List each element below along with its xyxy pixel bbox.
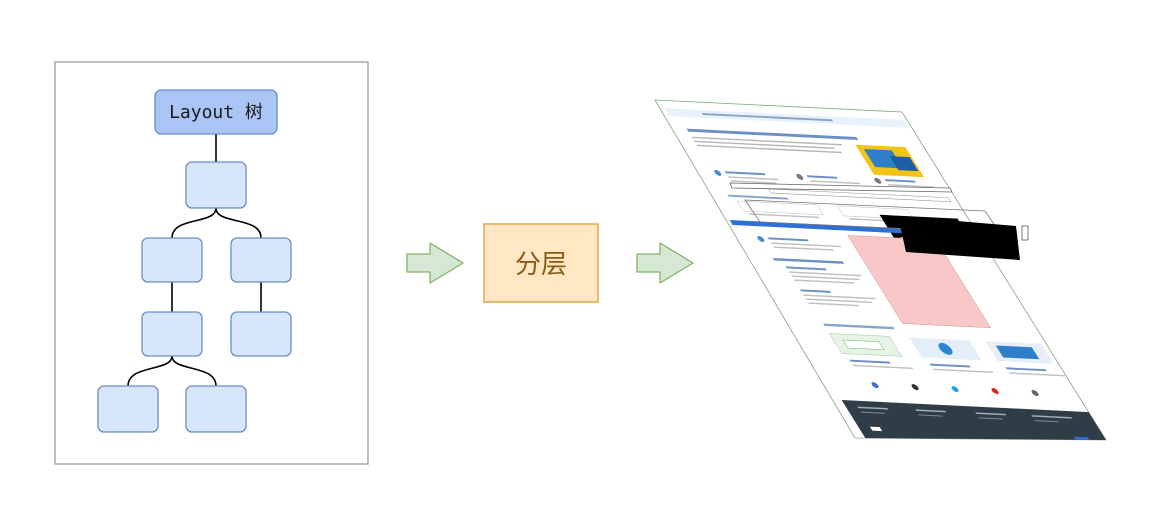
page-footer-layer [841,400,1106,440]
tree-child-nodes [97,161,292,433]
right-arrow-icon [406,242,464,284]
layered-page-thumbnail [654,99,1107,441]
page-content-layer [663,108,1106,440]
tree-node-level4-right [185,385,247,433]
tree-node-level3-left [141,311,203,357]
tree-node-level3-right [230,311,292,357]
tree-node-level4-left [97,385,159,433]
right-arrow-icon [636,242,694,284]
tree-node-level2-left [141,237,203,283]
layout-tree-panel: Layout 树 [54,61,369,465]
pink-layer [847,235,992,329]
floating-small-layer [1021,225,1029,241]
tree-root-node: Layout 树 [154,89,278,135]
layering-step-label: 分层 [515,250,567,280]
floating-black-layer [898,216,1020,260]
tree-node-level1 [185,161,247,209]
tree-node-level2-right [230,237,292,283]
tree-connectors [127,134,262,387]
root-node-label: Layout 树 [169,102,263,123]
floating-layer-bar [729,182,953,193]
layering-step-box: 分层 [483,223,599,303]
